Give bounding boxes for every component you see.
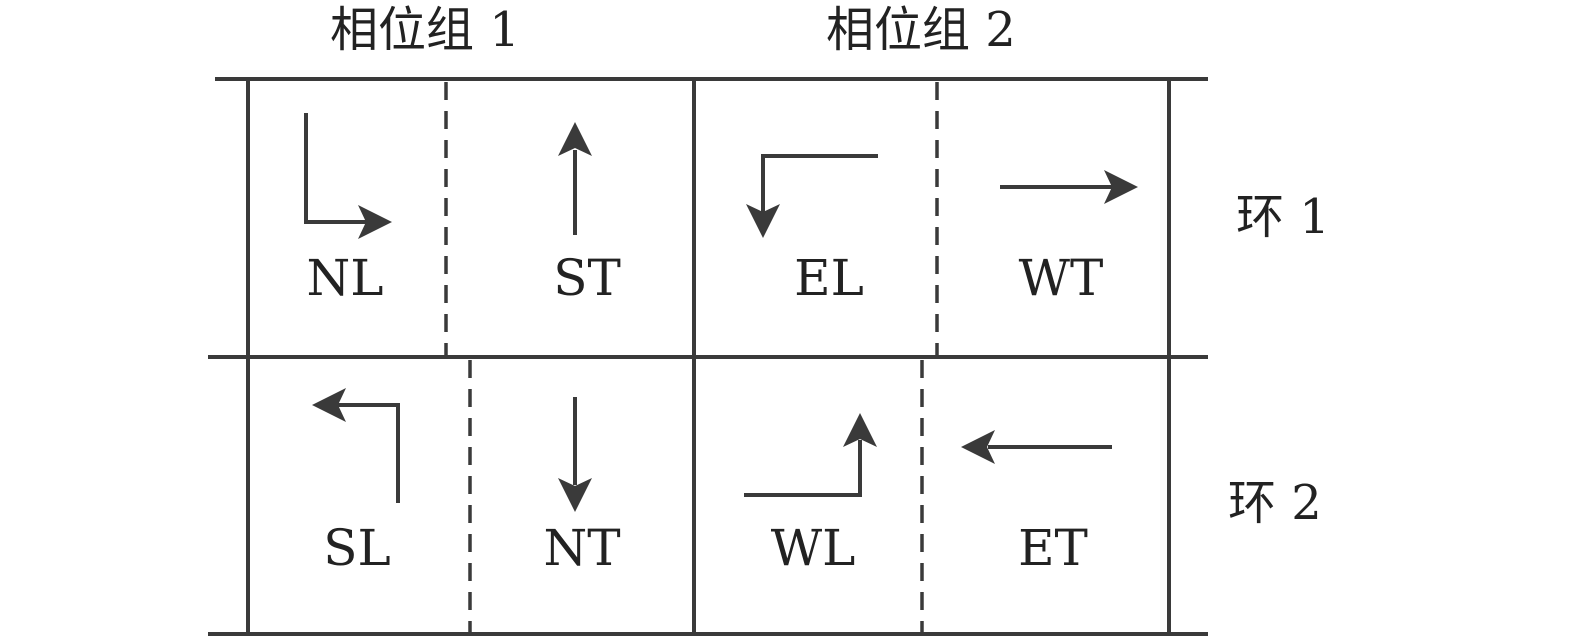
left-arrow-icon (961, 430, 1112, 464)
up-left-turn-arrow-icon (312, 388, 400, 503)
right-turn-arrow-icon (304, 113, 392, 239)
movement-label-st: ST (553, 249, 621, 307)
right-up-turn-arrow-icon (744, 413, 877, 497)
phase-group-1-title: 相位组 1 (330, 2, 520, 58)
movement-label-wl: WL (771, 519, 856, 577)
movement-label-sl: SL (323, 519, 390, 577)
left-down-turn-arrow-icon (746, 154, 878, 238)
ring-1-label: 环 1 (1236, 189, 1330, 245)
movement-label-et: ET (1018, 519, 1088, 577)
right-arrow-icon (1000, 170, 1138, 204)
phase-group-2-title: 相位组 2 (826, 2, 1016, 58)
movement-label-nl: NL (307, 249, 384, 307)
down-arrow-icon (558, 397, 592, 512)
movement-label-nt: NT (543, 519, 620, 577)
movement-label-el: EL (794, 249, 864, 307)
up-arrow-icon (558, 122, 592, 235)
movement-label-wt: WT (1019, 249, 1104, 307)
ring-2-label: 环 2 (1228, 475, 1322, 531)
